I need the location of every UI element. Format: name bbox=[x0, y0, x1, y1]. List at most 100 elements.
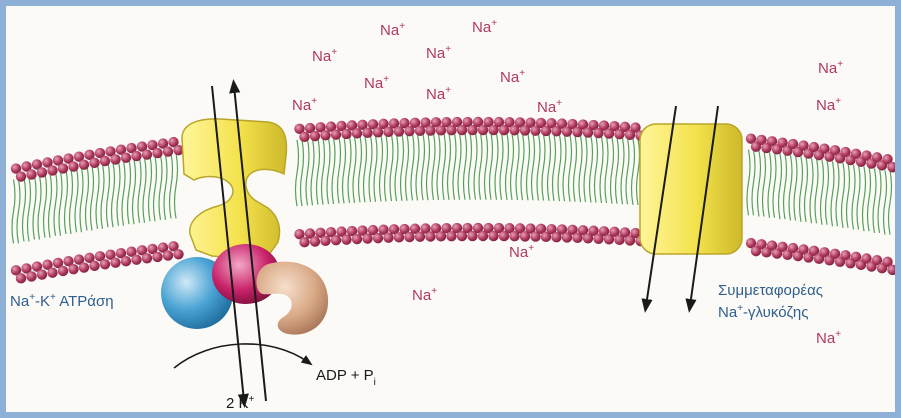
lipid-head bbox=[110, 154, 120, 164]
lipid-tail bbox=[826, 160, 829, 225]
lipid-tail bbox=[563, 135, 566, 202]
lipid-tail bbox=[395, 134, 398, 201]
na-ion: Na+ bbox=[312, 47, 337, 65]
lipid-tail bbox=[584, 136, 587, 203]
lipid-head bbox=[131, 151, 141, 161]
lipid-tail bbox=[595, 136, 598, 202]
lipid-tail bbox=[495, 133, 498, 200]
lipid-tail bbox=[306, 139, 309, 205]
lipid-head bbox=[89, 261, 99, 271]
lipid-head bbox=[142, 149, 152, 159]
lipid-tail bbox=[469, 133, 472, 200]
lipid-tail bbox=[831, 161, 834, 226]
lipid-tail bbox=[632, 139, 635, 205]
lipid-tail bbox=[296, 140, 299, 206]
lipid-tail bbox=[847, 163, 850, 228]
lipid-tail bbox=[768, 152, 771, 217]
lipid-head bbox=[37, 167, 47, 177]
lipid-tail bbox=[122, 161, 125, 226]
lipid-tail bbox=[390, 134, 393, 201]
lipid-head bbox=[341, 234, 351, 244]
lipid-tail bbox=[590, 136, 593, 202]
lipid-head bbox=[79, 262, 89, 272]
lipid-tail bbox=[101, 164, 104, 229]
lipid-tail bbox=[59, 171, 62, 235]
lipid-tail bbox=[149, 156, 152, 221]
lipid-tail bbox=[479, 133, 482, 200]
lipid-tail bbox=[448, 133, 451, 200]
lipid-tail bbox=[884, 170, 887, 234]
lipid-tail bbox=[842, 163, 845, 228]
lipid-tail bbox=[752, 150, 755, 216]
lipid-head bbox=[310, 236, 320, 246]
lipid-tail bbox=[789, 155, 792, 220]
lipid-tail bbox=[28, 177, 31, 241]
lipid-tail bbox=[527, 134, 530, 201]
na-ion: Na+ bbox=[472, 18, 497, 36]
lipid-tail bbox=[458, 133, 461, 200]
lipid-tail bbox=[54, 171, 57, 235]
lipid-head bbox=[47, 268, 57, 278]
lipid-tail bbox=[338, 137, 341, 203]
lipid-tail bbox=[474, 133, 477, 200]
lipid-tail bbox=[600, 137, 603, 203]
lipid-head bbox=[79, 159, 89, 169]
lipid-tail bbox=[75, 168, 78, 233]
symporter-label-line2: Na+-γλυκόζης bbox=[718, 303, 808, 321]
lipid-head bbox=[110, 258, 120, 268]
lipid-head bbox=[152, 148, 162, 158]
lipid-head bbox=[121, 256, 131, 266]
lipid-head bbox=[320, 236, 330, 246]
lipid-tail bbox=[784, 154, 787, 219]
symporter-label-line1: Συμμεταφορέας bbox=[718, 282, 823, 299]
lipid-tail bbox=[626, 138, 629, 204]
lipid-tail bbox=[96, 164, 99, 229]
lipid-tail bbox=[17, 180, 20, 244]
lipid-tail bbox=[364, 136, 367, 202]
lipid-head bbox=[331, 235, 341, 245]
lipid-tail bbox=[537, 134, 540, 201]
lipid-tail bbox=[427, 134, 430, 201]
atpase-tan-subunit bbox=[256, 262, 328, 335]
lipid-tail bbox=[301, 140, 304, 206]
lipid-tail bbox=[332, 138, 335, 204]
lipid-tail bbox=[369, 135, 372, 202]
lipid-head bbox=[16, 273, 26, 283]
na-ion: Na+ bbox=[380, 21, 405, 39]
lipid-head bbox=[163, 146, 173, 156]
lipid-tail bbox=[516, 133, 519, 200]
lipid-head bbox=[320, 130, 330, 140]
adp-pi-label: ADP + Pi bbox=[316, 367, 376, 388]
lipid-tail bbox=[873, 168, 876, 233]
lipid-tail bbox=[432, 133, 435, 200]
lipid-tail bbox=[500, 133, 503, 200]
lipid-tail bbox=[511, 133, 514, 200]
lipid-head bbox=[352, 128, 362, 138]
symporter-body bbox=[640, 124, 742, 254]
lipid-head bbox=[331, 129, 341, 139]
na-ion: Na+ bbox=[426, 44, 451, 62]
lipid-tail bbox=[12, 180, 15, 244]
lipid-head bbox=[68, 161, 78, 171]
lipid-tail bbox=[611, 137, 614, 203]
lipid-head bbox=[131, 255, 141, 265]
lipid-head bbox=[58, 266, 68, 276]
lipid-head bbox=[362, 128, 372, 138]
lipid-tail bbox=[353, 136, 356, 202]
lipid-tail bbox=[143, 158, 146, 223]
lipid-tail bbox=[815, 158, 818, 223]
lipid-tail bbox=[821, 160, 824, 225]
lipid-tail bbox=[317, 138, 320, 204]
lipid-tail bbox=[401, 134, 404, 201]
lipid-tail bbox=[863, 167, 866, 232]
lipid-tail bbox=[164, 155, 167, 220]
lipid-tail bbox=[868, 167, 871, 232]
lipid-tail bbox=[33, 175, 36, 239]
lipid-tail bbox=[616, 137, 619, 203]
potassium-label: 2 K+ bbox=[226, 394, 255, 412]
lipid-tail bbox=[23, 177, 26, 241]
lipid-tail bbox=[343, 137, 346, 203]
lipid-tail bbox=[154, 156, 157, 221]
lipid-head bbox=[299, 237, 309, 247]
lipid-tail bbox=[112, 162, 115, 227]
